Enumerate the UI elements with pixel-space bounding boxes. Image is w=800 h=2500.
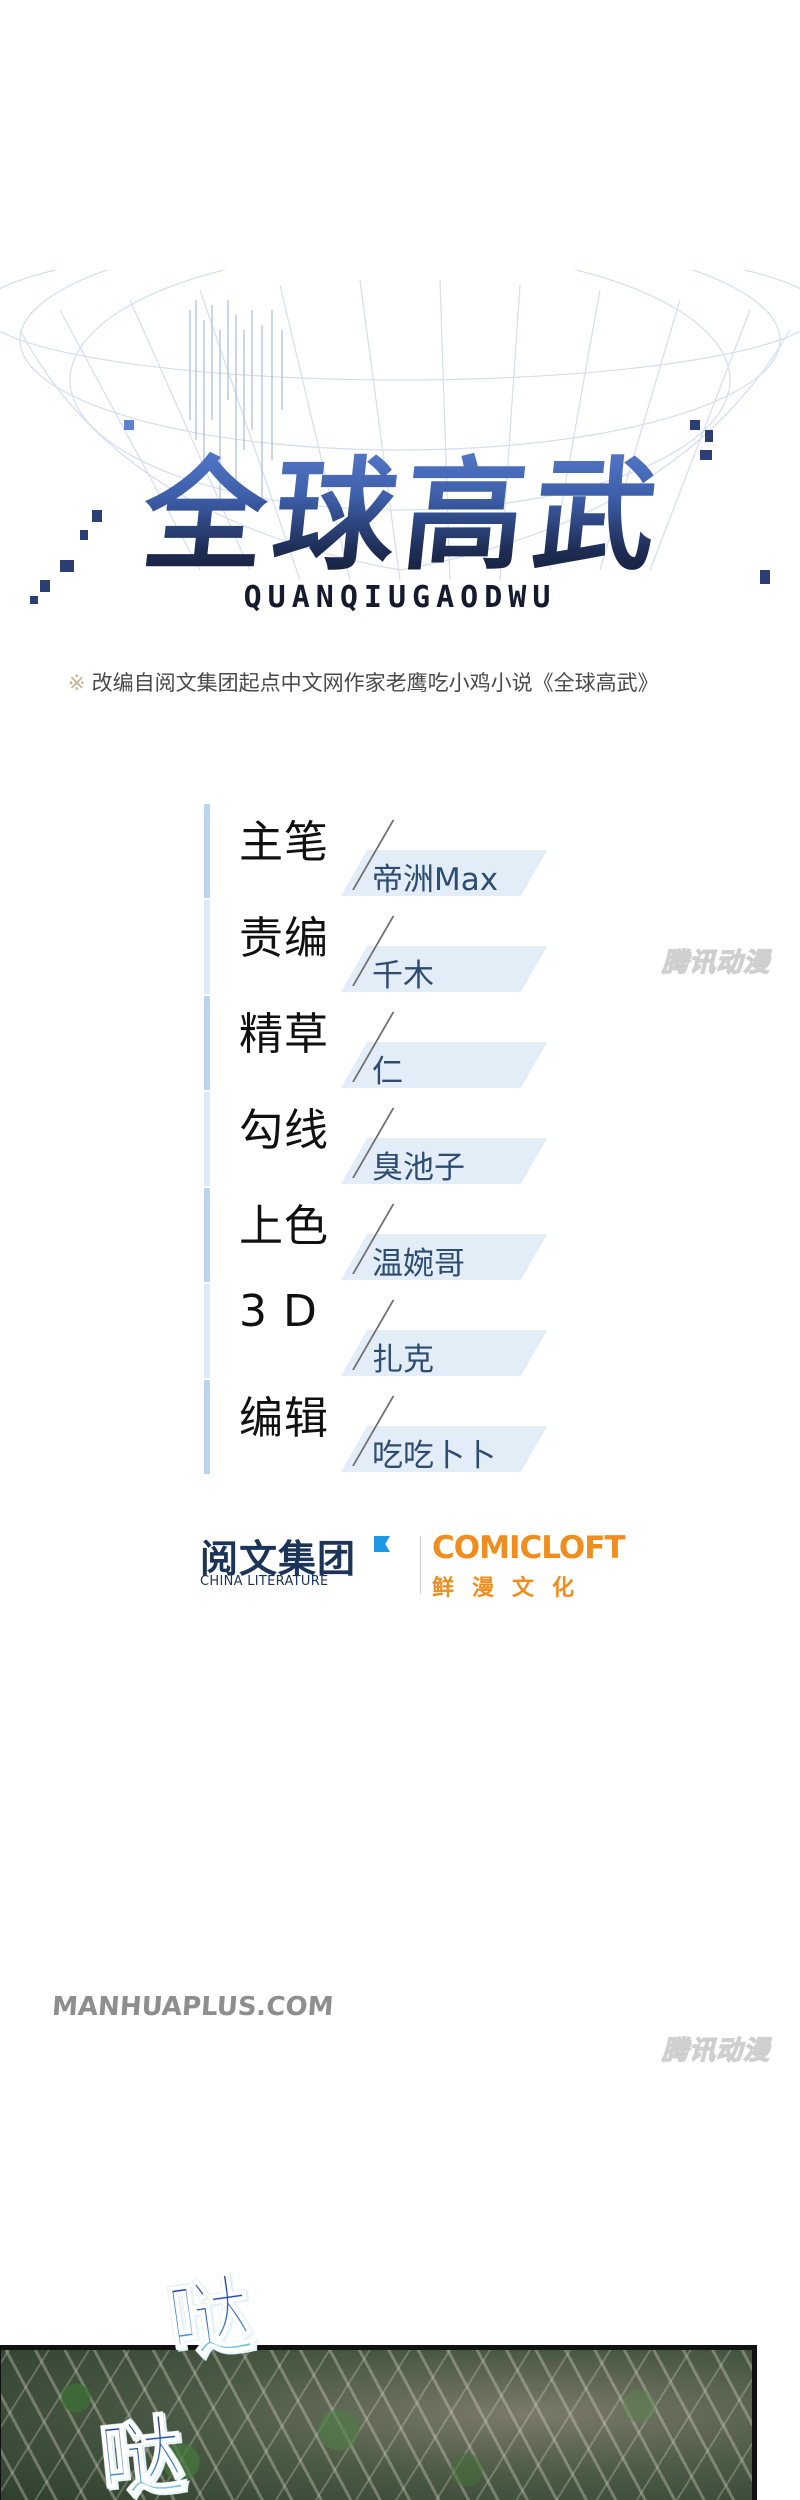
logo-divider	[420, 1536, 421, 1594]
comicloft-subtitle: 鲜漫文化	[432, 1576, 593, 1601]
credit-name: 温婉哥	[372, 1246, 465, 1282]
comic-panel	[0, 2345, 757, 2500]
forest-background	[1, 2350, 752, 2500]
credits-list: 主笔 帝洲Max 责编 千木 精草 仁 勾线 臭池子 上色 温婉哥 3 D 扎克	[204, 804, 564, 1476]
credit-bar	[204, 900, 210, 994]
credit-bar	[204, 1188, 210, 1282]
credit-name: 扎克	[372, 1342, 434, 1378]
credit-bar	[204, 1380, 210, 1474]
credit-name: 仁	[372, 1054, 403, 1090]
comicloft-logo: COMICLOFT	[432, 1530, 626, 1566]
credit-row: 主笔 帝洲Max	[204, 804, 564, 900]
title-logo: 全球高武 QUANQIUGAODWU	[0, 420, 800, 615]
tencent-watermark: 腾讯动漫	[661, 2035, 771, 2066]
adaptation-note: ※改编自阅文集团起点中文网作家老鹰吃小鸡小说《全球高武》	[68, 667, 768, 697]
credit-bar	[204, 804, 210, 898]
credit-row: 责编 千木	[204, 900, 564, 996]
credit-row: 上色 温婉哥	[204, 1188, 564, 1284]
credit-bar	[204, 996, 210, 1090]
reference-mark-icon: ※	[68, 671, 86, 695]
site-watermark: MANHUAPLUS.COM	[50, 1992, 335, 2022]
credit-row: 勾线 臭池子	[204, 1092, 564, 1188]
publisher-logos: 阅文集团 CHINA LITERATURE COMICLOFT 鲜漫文化	[200, 1528, 626, 1601]
sound-effect: 哒	[161, 2263, 260, 2374]
china-literature-logo: 阅文集团	[200, 1537, 357, 1581]
credit-role: 责编	[239, 913, 329, 964]
credit-bar	[204, 1284, 210, 1378]
credit-bar	[204, 1092, 210, 1186]
adaptation-note-text: 改编自阅文集团起点中文网作家老鹰吃小鸡小说《全球高武》	[91, 671, 659, 695]
credit-role: 编辑	[239, 1393, 329, 1444]
credit-role: 勾线	[239, 1105, 329, 1156]
flag-icon	[374, 1536, 390, 1552]
credit-role: 精草	[239, 1009, 329, 1060]
credit-role: 上色	[239, 1201, 329, 1252]
comic-title-romanized: QUANQIUGAODWU	[243, 580, 557, 615]
tencent-watermark: 腾讯动漫	[661, 947, 771, 978]
comic-title: 全球高武	[52, 430, 758, 587]
credit-role: 3 D	[239, 1286, 318, 1337]
credit-name: 臭池子	[372, 1150, 465, 1186]
credit-role: 主笔	[239, 817, 329, 868]
credit-row: 精草 仁	[204, 996, 564, 1092]
credit-name: 千木	[372, 958, 434, 994]
globe-grid-illustration	[0, 270, 800, 581]
credit-name: 吃吃卜卜	[372, 1438, 496, 1474]
credit-name: 帝洲Max	[372, 862, 499, 898]
china-literature-subtitle: CHINA LITERATURE	[200, 1574, 329, 1589]
sound-effect: 哒	[94, 2404, 190, 2500]
credit-row: 编辑 吃吃卜卜	[204, 1380, 564, 1476]
credit-row: 3 D 扎克	[204, 1284, 564, 1380]
